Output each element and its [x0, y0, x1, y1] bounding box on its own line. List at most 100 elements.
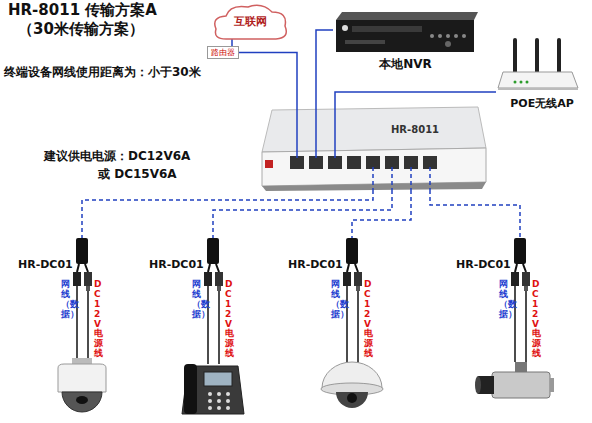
switch-illustration-part — [372, 167, 374, 190]
wireless-ap-illustration — [498, 38, 578, 90]
network-cable — [231, 39, 233, 46]
splitter-illustration-part — [511, 272, 519, 286]
switch-illustration-part — [347, 156, 361, 169]
device-label: 本地NVR — [333, 56, 478, 73]
network-cable — [335, 92, 496, 105]
ip-phone-illustration-part — [226, 399, 230, 403]
splitter-illustration-part — [343, 272, 351, 286]
network-cable — [239, 53, 297, 106]
data-cable-label: 网线（数据） — [61, 280, 70, 320]
switch-illustration-part — [410, 167, 412, 190]
power-cable-label: DC12V电源线 — [364, 280, 373, 359]
poe-ap-device: POE无线AP — [496, 33, 588, 113]
splitter-illustration-part — [515, 264, 526, 272]
wireless-ap-illustration-part — [535, 38, 539, 74]
power-note: 或 DC15V6A — [98, 166, 177, 183]
splitter-illustration-part — [522, 272, 530, 286]
splitter-illustration — [73, 238, 530, 364]
splitter-illustration-part — [218, 291, 220, 364]
nvr-illustration-part — [446, 34, 450, 38]
subtitle-label: （30米传输方案） — [18, 20, 144, 39]
ip-phone-illustration-part — [208, 406, 212, 410]
switch-illustration-part — [334, 105, 336, 158]
switch-illustration-part — [315, 105, 317, 158]
switch-illustration-part — [262, 182, 486, 191]
ptz-camera-illustration — [58, 358, 106, 412]
poe-splitter: HR-DC01网线（数据）DC12V电源线 — [145, 238, 245, 362]
ip-phone-illustration-part — [217, 392, 221, 396]
poe-splitter: HR-DC01网线（数据）DC12V电源线 — [14, 238, 114, 362]
splitter-illustration-part — [207, 238, 219, 264]
network-cable-dashed — [352, 190, 411, 238]
splitter-illustration-part — [84, 272, 92, 286]
data-cable-label: 网线（数据） — [499, 280, 508, 320]
data-cable-label: 网线（数据） — [192, 280, 201, 320]
box-camera-illustration-part — [550, 378, 554, 392]
power-note: 建议供电电源：DC12V6A — [44, 148, 190, 165]
poe-splitter: HR-DC01 网线（数据） DC12V电源线 — [452, 238, 552, 362]
power-cable-label: DC12V电源线 — [225, 280, 234, 359]
splitter-illustration-part — [346, 238, 358, 264]
wireless-ap-illustration-part — [557, 38, 561, 74]
splitter-illustration-part — [524, 286, 528, 291]
distance-note: 终端设备网线使用距离为：小于30米 — [4, 64, 201, 81]
switch-illustration — [262, 105, 486, 191]
switch-illustration-part — [296, 105, 298, 158]
ptz-camera-illustration-part — [62, 392, 102, 412]
ptz-camera-illustration-part — [76, 396, 88, 404]
box-camera-illustration-part — [492, 372, 550, 398]
splitter-illustration-part — [87, 291, 89, 362]
splitter-illustration-part — [357, 291, 359, 363]
box-camera-illustration — [475, 362, 554, 398]
splitter-illustration-part — [73, 272, 81, 286]
splitter-illustration-part — [86, 286, 90, 291]
model-label: HR-DC01 — [456, 258, 511, 271]
splitter-illustration-part — [217, 286, 221, 291]
wireless-ap-illustration-part — [513, 38, 517, 74]
switch-illustration-part — [429, 167, 431, 190]
nvr-illustration — [336, 12, 478, 52]
ip-phone-illustration-part — [204, 372, 232, 386]
ip-phone-illustration-part — [217, 399, 221, 403]
ip-phone-illustration-part — [226, 406, 230, 410]
router-box: 路由器 — [207, 46, 239, 59]
dome-camera-illustration — [321, 362, 383, 408]
splitter-illustration-part — [346, 286, 348, 363]
nvr-illustration-part — [342, 25, 348, 31]
diagram-title: HR-8011 传输方案A — [8, 1, 157, 20]
ip-phone-illustration-part — [208, 392, 212, 396]
poe-splitter: HR-DC01 网线（数据） DC12V电源线 — [284, 238, 384, 362]
wireless-ap-illustration-part — [498, 72, 578, 88]
nvr-illustration-part — [352, 26, 422, 32]
box-camera-illustration-part — [475, 376, 481, 394]
nvr-illustration-part — [336, 12, 478, 20]
wireless-ap-illustration-part — [514, 81, 517, 84]
switch-illustration-part — [262, 107, 486, 152]
power-cable-label: DC12V电源线 — [532, 280, 541, 359]
device-label: POE无线AP — [496, 96, 588, 111]
network-cable-dashed — [82, 190, 373, 238]
data-cable-label: 网线（数据） — [331, 280, 340, 320]
box-camera-illustration-part — [515, 362, 527, 372]
splitter-illustration-part — [525, 291, 527, 362]
model-label: HR-DC01 — [288, 258, 343, 271]
wireless-ap-illustration-part — [498, 88, 578, 90]
dome-camera-illustration-part — [336, 392, 368, 408]
ip-phone-illustration-part — [208, 399, 212, 403]
nvr-illustration-part — [438, 34, 442, 38]
splitter-illustration-part — [215, 272, 223, 286]
dome-camera-illustration-part — [347, 393, 357, 403]
splitter-illustration-part — [356, 286, 360, 291]
wireless-ap-illustration-part — [520, 81, 523, 84]
nvr-device: 本地NVR — [333, 8, 478, 72]
internet-cloud: 互联网 — [210, 1, 290, 41]
router-label: 路由器 — [208, 47, 238, 58]
nvr-illustration-part — [445, 41, 451, 47]
ptz-camera-illustration-part — [58, 364, 106, 392]
model-label: HR-DC01 — [18, 258, 73, 271]
splitter-illustration-part — [354, 272, 362, 286]
switch-illustration-part — [262, 148, 486, 186]
poe-switch: HR-8011 — [258, 105, 488, 190]
